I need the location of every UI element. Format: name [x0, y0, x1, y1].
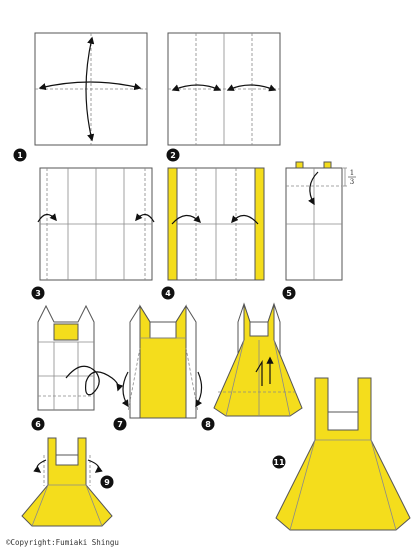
step-4-diagram [167, 167, 265, 281]
step-3-label: 3 [35, 289, 41, 298]
step-1-diagram [34, 32, 148, 146]
step-4-label: 4 [165, 289, 171, 298]
step-7-right-arrow [195, 371, 203, 408]
step-8-label: 8 [205, 420, 211, 429]
step-2-diagram [167, 32, 281, 146]
step-4-right-arrow [231, 214, 259, 225]
fraction-numerator: 1 [350, 169, 354, 177]
step-5-yellow-tab-right [323, 161, 332, 169]
step-7-diagram [121, 304, 203, 419]
step-11-neckline [327, 411, 359, 431]
step-8-yellow-dress [213, 303, 303, 417]
step-8-neckline [249, 321, 269, 337]
step-2-number: 2 [166, 148, 180, 162]
step-2-label: 2 [170, 151, 176, 160]
step-2-left-arrow [171, 84, 222, 92]
step-6-paper [37, 304, 95, 411]
fraction-denominator: 3 [350, 178, 354, 186]
step-7-left-arrow [121, 371, 129, 408]
step-9-yellow-dress [21, 437, 113, 527]
step-3-number: 3 [31, 286, 45, 300]
step-5-yellow-tab-left [295, 161, 304, 169]
step-5-number: 5 [282, 286, 296, 300]
step-8-zigzag [255, 359, 263, 386]
step-5-diagram: 1 3 [285, 161, 356, 281]
step-5-label: 5 [286, 289, 292, 298]
step-9-label: 9 [104, 478, 110, 487]
step-1-number: 1 [13, 148, 27, 162]
step-9-diagram [21, 437, 113, 527]
step-8-number: 8 [201, 417, 215, 431]
step-6-yellow-bodice [53, 323, 79, 341]
step-8-diagram [213, 302, 303, 417]
step-4-right-strip [254, 167, 265, 281]
step-2-right-arrow [226, 84, 277, 92]
step-3-right-arrow [135, 213, 155, 223]
step-4-left-arrow [171, 214, 202, 225]
step-4-number: 4 [161, 286, 175, 300]
step-3-diagram [37, 167, 155, 281]
step-9-neckline [55, 454, 79, 466]
step-9-number: 9 [100, 475, 114, 489]
step-6-turn-over-arrow [65, 365, 124, 396]
step-1-vertical-arrow [85, 36, 95, 142]
step-3-left-arrow [37, 213, 57, 223]
step-6-label: 6 [35, 420, 41, 429]
step-5-fold-arrow [308, 171, 319, 206]
step-7-number: 7 [113, 417, 127, 431]
step-11-label: 11 [273, 458, 285, 467]
step-9-left-arrow [33, 459, 47, 473]
copyright-text: ©Copyright:Fumiaki Shingu [6, 538, 119, 547]
step-11-diagram [275, 377, 411, 531]
step-6-number: 6 [31, 417, 45, 431]
step-9-right-arrow [87, 459, 103, 473]
step-11-number: 11 [272, 455, 286, 469]
step-7-label: 7 [117, 420, 123, 429]
step-6-diagram [37, 304, 124, 411]
step-7-neckline [149, 321, 177, 339]
step-1-label: 1 [17, 151, 23, 160]
